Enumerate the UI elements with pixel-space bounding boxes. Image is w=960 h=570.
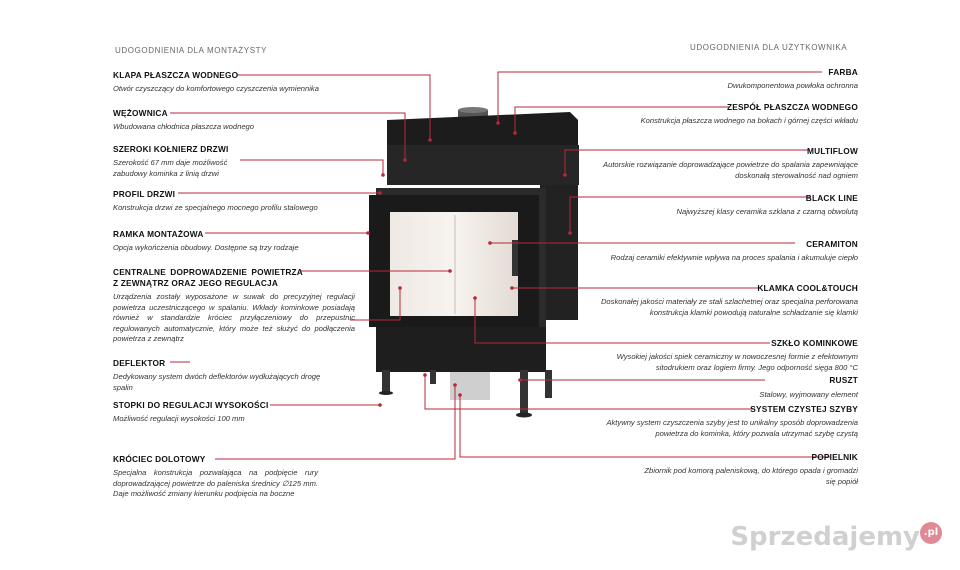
callout-multiflow: MULTIFLOW Autorskie rozwiązanie doprowad… [598, 146, 858, 181]
header-right: UDOGODNIENIA DLA UŻYTKOWNIKA [690, 43, 848, 52]
callout-desc: Szerokość 67 mm daje możliwość zabudowy … [113, 158, 228, 178]
header-left: UDOGODNIENIA DLA MONTAŻYSTY [115, 46, 268, 55]
callout-title: ZESPÓŁ PŁASZCZA WODNEGO [726, 102, 858, 112]
callout-title: KRÓCIEC DOLOTOWY [113, 454, 206, 464]
callout-desc: Wbudowana chłodnica płaszcza wodnego [113, 122, 254, 131]
callout-desc: Rodzaj ceramiki efektywnie wpływa na pro… [610, 253, 858, 262]
callout-klapa: KLAPA PŁASZCZA WODNEGO Otwór czyszczący … [113, 70, 353, 95]
callout-title: BLACK LINE [805, 193, 858, 203]
callout-title: CENTRALNE DOPROWADZENIE POWIETRZA Z ZEWN… [113, 267, 303, 288]
callout-title: RAMKA MONTAŻOWA [113, 229, 204, 239]
callout-desc: Stalowy, wyjmowany element [759, 390, 858, 399]
callout-klamka: KLAMKA COOL&TOUCH Doskonałej jakości mat… [588, 283, 858, 318]
callout-krociec: KRÓCIEC DOLOTOWY Specjalna konstrukcja p… [113, 454, 318, 500]
callout-desc: Możliwość regulacji wysokości 100 mm [113, 414, 245, 423]
callout-title: DEFLEKTOR [113, 358, 166, 368]
callout-title: KLAMKA COOL&TOUCH [757, 283, 858, 293]
callout-title: STOPKI DO REGULACJI WYSOKOŚCI [113, 400, 269, 410]
callout-blackline: BLACK LINE Najwyższej klasy ceramika szk… [588, 193, 858, 218]
callout-ruszt: RUSZT Stalowy, wyjmowany element [588, 375, 858, 401]
watermark-logo: Sprzedajemy.pl [730, 522, 942, 552]
callout-deflektor: DEFLEKTOR Dedykowany system dwóch deflek… [113, 358, 328, 393]
callout-title: CERAMITON [806, 239, 858, 249]
callout-title: SYSTEM CZYSTEJ SZYBY [750, 404, 858, 414]
callout-desc: Opcja wykończenia obudowy. Dostępne są t… [113, 243, 299, 252]
callout-title: RUSZT [829, 375, 858, 385]
callout-title: SZEROKI KOŁNIERZ DRZWI [113, 144, 229, 154]
callout-desc: Najwyższej klasy ceramika szklana z czar… [676, 207, 858, 216]
callout-desc: Wysokiej jakości spiek ceramiczny w nowo… [616, 352, 858, 372]
callout-desc: Otwór czyszczący do komfortowego czyszcz… [113, 84, 319, 93]
callout-desc: Doskonałej jakości materiały ze stali sz… [600, 297, 858, 317]
callout-ceramiton: CERAMITON Rodzaj ceramiki efektywnie wpł… [578, 239, 858, 264]
callout-title: FARBA [828, 67, 858, 77]
callout-title: MULTIFLOW [807, 146, 858, 156]
callout-czysta-szyba: SYSTEM CZYSTEJ SZYBY Aktywny system czys… [578, 404, 858, 439]
callout-title: PROFIL DRZWI [113, 189, 176, 199]
callout-title: POPIELNIK [811, 452, 858, 462]
callout-desc: Autorskie rozwiązanie doprowadzające pow… [603, 160, 858, 180]
callout-desc: Dwukomponentowa powłoka ochronna [727, 81, 858, 90]
callout-stopki: STOPKI DO REGULACJI WYSOKOŚCI Możliwość … [113, 400, 353, 425]
callout-kolnierz: SZEROKI KOŁNIERZ DRZWI Szerokość 67 mm d… [113, 144, 253, 179]
callout-desc: Konstrukcja płaszcza wodnego na bokach i… [640, 116, 858, 125]
watermark-text: Sprzedajemy [730, 522, 920, 552]
callout-desc: Urządzenia zostały wyposażone w suwak do… [113, 292, 355, 343]
callout-title: SZKŁO KOMINKOWE [771, 338, 858, 348]
callout-title: KLAPA PŁASZCZA WODNEGO [113, 70, 239, 80]
callout-farba: FARBA Dwukomponentowa powłoka ochronna [588, 67, 858, 92]
callout-ramka: RAMKA MONTAŻOWA Opcja wykończenia obudow… [113, 229, 353, 254]
callout-profil: PROFIL DRZWI Konstrukcja drzwi ze specja… [113, 189, 353, 214]
callout-desc: Zbiornik pod komorą paleniskową, do któr… [644, 466, 858, 486]
callout-wezownica: WĘŻOWNICA Wbudowana chłodnica płaszcza w… [113, 108, 353, 133]
callout-szklo: SZKŁO KOMINKOWE Wysokiej jakości spiek c… [588, 338, 858, 373]
callout-desc: Aktywny system czyszczenia szyby jest to… [606, 418, 858, 438]
callout-popielnik: POPIELNIK Zbiornik pod komorą paleniskow… [638, 452, 858, 487]
callout-title: WĘŻOWNICA [113, 108, 168, 118]
callout-desc: Specjalna konstrukcja pozwalająca na pod… [113, 468, 319, 498]
callout-zespol: ZESPÓŁ PŁASZCZA WODNEGO Konstrukcja płas… [628, 102, 858, 127]
callout-doprowadzenie: CENTRALNE DOPROWADZENIE POWIETRZA Z ZEWN… [113, 267, 355, 345]
callout-desc: Konstrukcja drzwi ze specjalnego mocnego… [113, 203, 318, 212]
watermark-suffix: .pl [920, 522, 942, 544]
callout-desc: Dedykowany system dwóch deflektorów wydł… [113, 372, 321, 392]
